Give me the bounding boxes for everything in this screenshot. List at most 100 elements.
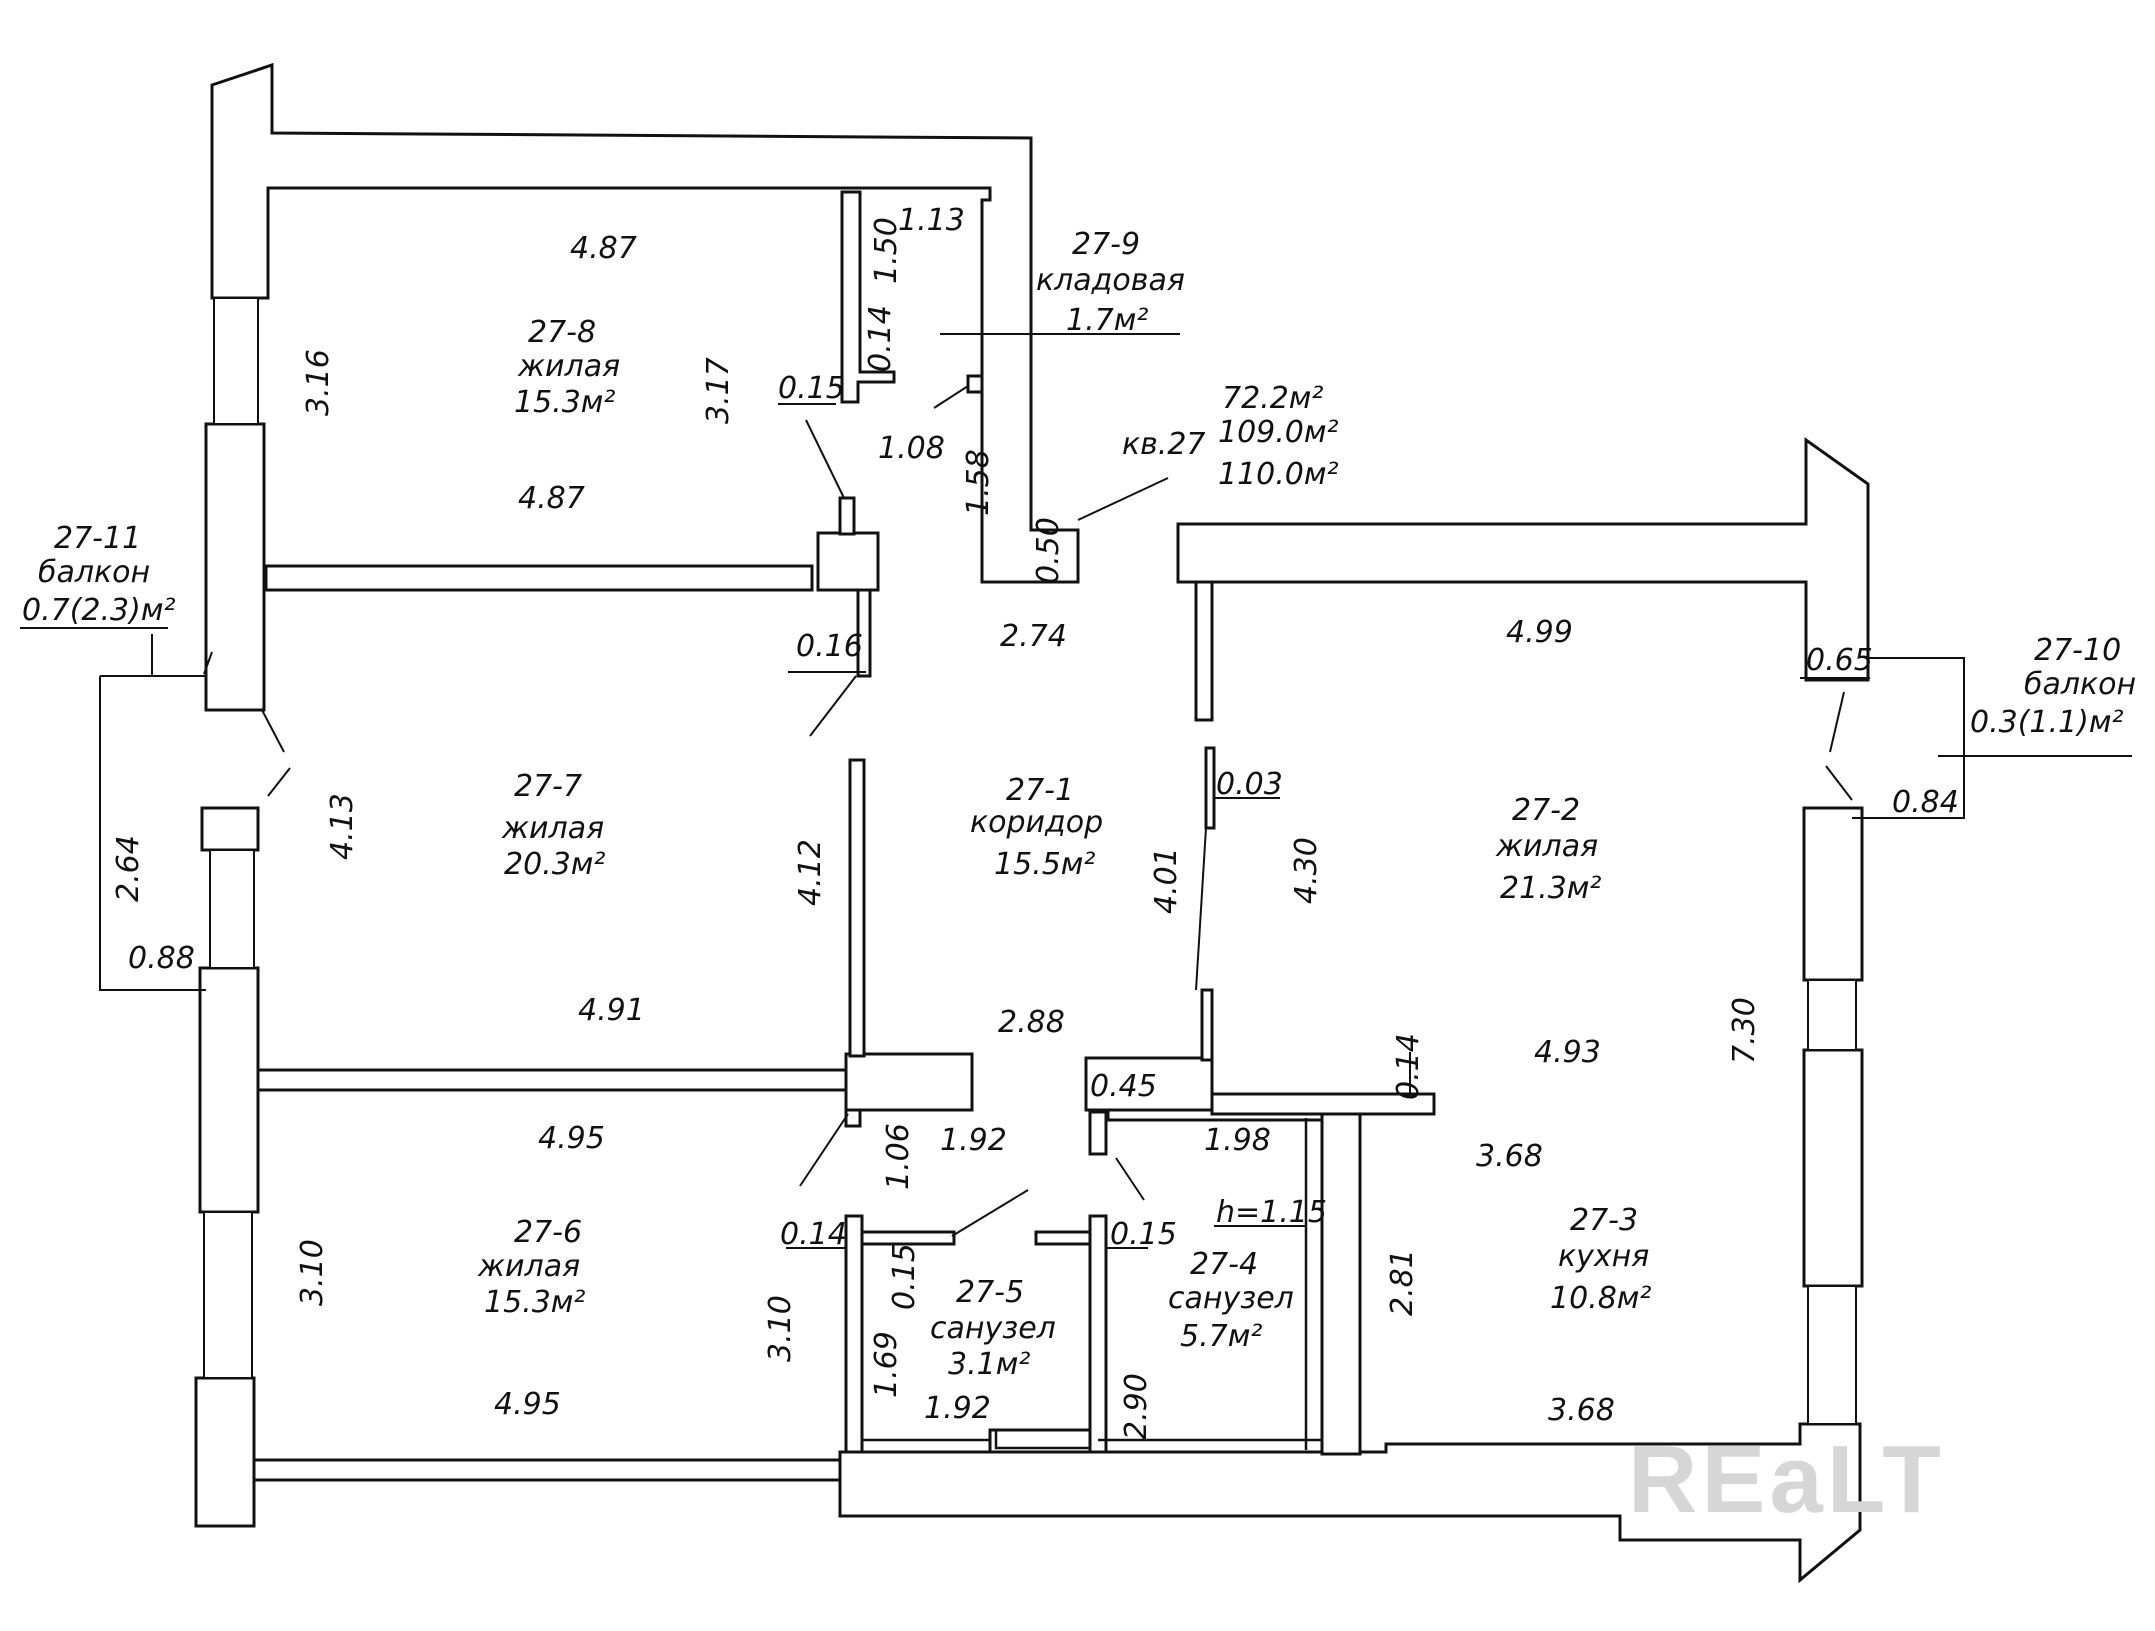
dim-bal10-w: 0.84 bbox=[1892, 785, 1959, 820]
room-27-3: 27-3 кухня 10.8м² bbox=[1550, 1203, 1651, 1316]
wall-bottom-left bbox=[252, 1458, 842, 1482]
room-id: 27-4 bbox=[1190, 1247, 1258, 1282]
dim-r5-side: 1.69 bbox=[869, 1331, 904, 1398]
window-right-1 bbox=[1807, 979, 1857, 1051]
window-right-2 bbox=[1807, 1285, 1857, 1425]
dim-r2-win: 0.65 bbox=[1806, 643, 1873, 678]
dim-closet-gap: 0.15 bbox=[778, 371, 845, 406]
wall-left-mid-b bbox=[198, 966, 260, 1214]
dim-corr-door: 0.50 bbox=[1031, 517, 1066, 584]
closet-stub bbox=[966, 374, 984, 394]
dim-r4-side: 2.90 bbox=[1119, 1373, 1154, 1440]
apartment-label: кв.27 bbox=[1122, 427, 1206, 462]
room-27-9: 27-9 кладовая 1.7м² bbox=[1036, 227, 1185, 338]
dim-corr-bottom: 2.88 bbox=[998, 1005, 1065, 1040]
room-id: 27-5 bbox=[956, 1275, 1024, 1310]
room-area: 10.8м² bbox=[1550, 1281, 1651, 1316]
dim-kitchen-left: 2.81 bbox=[1385, 1249, 1420, 1316]
room-name: санузел bbox=[1168, 1281, 1294, 1316]
dim-r2-bottom: 4.93 bbox=[1534, 1035, 1601, 1070]
dim-closet-wall: 0.14 bbox=[863, 305, 898, 372]
room-name: кладовая bbox=[1036, 263, 1185, 298]
bath4-top-left bbox=[1034, 1230, 1092, 1246]
room-id: 27-9 bbox=[1072, 227, 1140, 262]
dimensions: 4.87 4.87 3.16 3.17 1.13 1.50 0.14 0.15 … bbox=[111, 203, 1959, 1440]
dim-r4-door: 0.15 bbox=[1110, 1217, 1177, 1252]
dim-r4-top: 1.98 bbox=[1204, 1123, 1271, 1158]
dim-closet-bottom: 1.08 bbox=[878, 431, 945, 466]
room-name: санузел bbox=[930, 1311, 1056, 1346]
window-left-1 bbox=[213, 297, 259, 425]
bath4-right bbox=[1320, 1108, 1362, 1456]
dim-r7-left: 4.13 bbox=[325, 793, 360, 860]
room-id: 27-1 bbox=[1006, 773, 1074, 808]
wall-left-lower bbox=[194, 1376, 256, 1528]
wall-left-upper bbox=[204, 422, 266, 712]
room-27-5: 27-5 санузел 3.1м² bbox=[930, 1275, 1056, 1382]
dim-r7-bottom: 4.91 bbox=[578, 993, 645, 1028]
dim-r6-bottom: 4.95 bbox=[494, 1387, 561, 1422]
room-area: 15.3м² bbox=[484, 1285, 585, 1320]
column-b bbox=[844, 1052, 974, 1112]
room-area: 0.3(1.1)м² bbox=[1970, 705, 2124, 740]
room-name: жилая bbox=[1495, 829, 1598, 864]
room-name: балкон bbox=[2024, 667, 2136, 702]
room-area: 20.3м² bbox=[504, 847, 605, 882]
bath4-door-post bbox=[1088, 1110, 1108, 1156]
room-id: 27-10 bbox=[2034, 633, 2121, 668]
room-area: 1.7м² bbox=[1066, 303, 1148, 338]
room-id: 27-2 bbox=[1512, 793, 1580, 828]
dim-corr-gap: 0.03 bbox=[1216, 767, 1283, 802]
room-27-1: 27-1 коридор 15.5м² bbox=[970, 773, 1103, 882]
wall-top-left bbox=[210, 62, 1080, 584]
window-left-2 bbox=[209, 849, 255, 969]
column-a-bottom bbox=[856, 588, 872, 678]
room-area: 15.3м² bbox=[514, 385, 615, 420]
dim-corr-wall: 0.45 bbox=[1090, 1069, 1157, 1104]
dim-r6-left: 3.10 bbox=[295, 1239, 330, 1306]
room-id: 27-3 bbox=[1570, 1203, 1638, 1238]
dim-r6-right: 3.10 bbox=[763, 1295, 798, 1362]
bath5-left bbox=[844, 1214, 864, 1454]
dim-corr-top-side: 1.58 bbox=[961, 449, 996, 516]
column-a bbox=[816, 531, 880, 592]
corridor-partition-left bbox=[848, 758, 866, 1058]
dim-r7-wall: 0.16 bbox=[796, 629, 863, 664]
room-name: балкон bbox=[38, 555, 150, 590]
apartment-area-living: 72.2м² bbox=[1222, 381, 1323, 416]
column-a-top bbox=[838, 496, 856, 536]
dim-r5-bottom: 1.92 bbox=[924, 1391, 991, 1426]
dim-r8-top: 4.87 bbox=[570, 231, 637, 266]
dim-r8-right: 3.17 bbox=[701, 357, 736, 424]
dim-r8-left: 3.16 bbox=[301, 349, 336, 416]
apartment-totals: кв.27 72.2м² 109.0м² 110.0м² bbox=[1122, 381, 1339, 492]
room-id: 27-7 bbox=[514, 769, 582, 804]
partition-8-7 bbox=[264, 564, 814, 592]
room-area: 21.3м² bbox=[1500, 871, 1601, 906]
dim-r8-bottom: 4.87 bbox=[518, 481, 585, 516]
room-id: 27-11 bbox=[54, 521, 141, 556]
room-27-7: 27-7 жилая 20.3м² bbox=[501, 769, 605, 882]
window-left-3 bbox=[203, 1211, 253, 1379]
room-name: коридор bbox=[970, 805, 1103, 840]
room-area: 3.1м² bbox=[948, 1347, 1030, 1382]
room-name: кухня bbox=[1558, 1239, 1649, 1274]
dim-bal11-h: 2.64 bbox=[111, 835, 146, 902]
dim-r2-left: 4.30 bbox=[1289, 837, 1324, 904]
wall-right-lower bbox=[1802, 1048, 1864, 1288]
room-27-10: 27-10 балкон 0.3(1.1)м² bbox=[1970, 633, 2136, 740]
dim-r5-top: 1.92 bbox=[940, 1123, 1007, 1158]
room-27-6: 27-6 жилая 15.3м² bbox=[477, 1215, 585, 1320]
closet-wall bbox=[840, 190, 896, 404]
dim-r7-right: 4.12 bbox=[793, 839, 828, 906]
wall-left-mid-a bbox=[200, 806, 260, 852]
room-id: 27-8 bbox=[528, 315, 596, 350]
room-id: 27-6 bbox=[514, 1215, 582, 1250]
dim-r4-h: h=1.15 bbox=[1216, 1195, 1327, 1230]
corridor-partition-right-top bbox=[1194, 578, 1214, 722]
apartment-area-full: 110.0м² bbox=[1218, 457, 1339, 492]
partition-7-6 bbox=[256, 1068, 848, 1092]
watermark-realt: REaLT bbox=[1628, 1426, 1945, 1533]
dim-r6-top: 4.95 bbox=[538, 1121, 605, 1156]
